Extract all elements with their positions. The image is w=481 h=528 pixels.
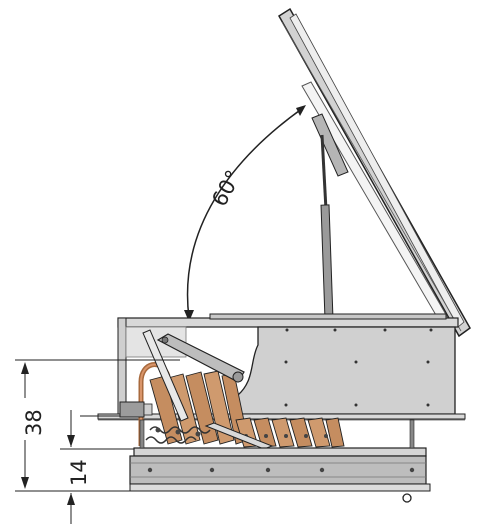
lower-guard <box>204 422 274 450</box>
dim-38-arrow-top <box>21 362 29 374</box>
ceiling-frame <box>129 419 431 503</box>
dim-14-arrow-bottom <box>67 493 75 505</box>
angle-label: 60° <box>207 166 246 210</box>
dimension-38-label: 38 <box>22 409 46 436</box>
lid-strut-bracket <box>311 113 349 177</box>
angle-indicator: 60° <box>184 105 306 322</box>
hatch-lid <box>277 7 471 338</box>
angle-arrow-bottom <box>184 310 194 322</box>
hatch-frame <box>97 313 466 421</box>
angle-arrow-top <box>296 105 306 116</box>
dim-14-arrow-top <box>67 435 75 447</box>
dimension-14-label: 14 <box>67 459 91 486</box>
lid-inner-face <box>289 13 465 328</box>
ceiling-frame-body <box>129 455 427 485</box>
dimension-lines: 38 14 <box>15 359 180 524</box>
lid-edge-line <box>281 21 462 332</box>
side-bracket <box>119 401 153 418</box>
latch-knob <box>402 493 412 503</box>
dim-38-arrow-bottom <box>21 477 29 489</box>
frame-side-panel <box>237 326 456 415</box>
angle-arc <box>186 107 304 319</box>
counterbalance-arm <box>142 329 245 422</box>
